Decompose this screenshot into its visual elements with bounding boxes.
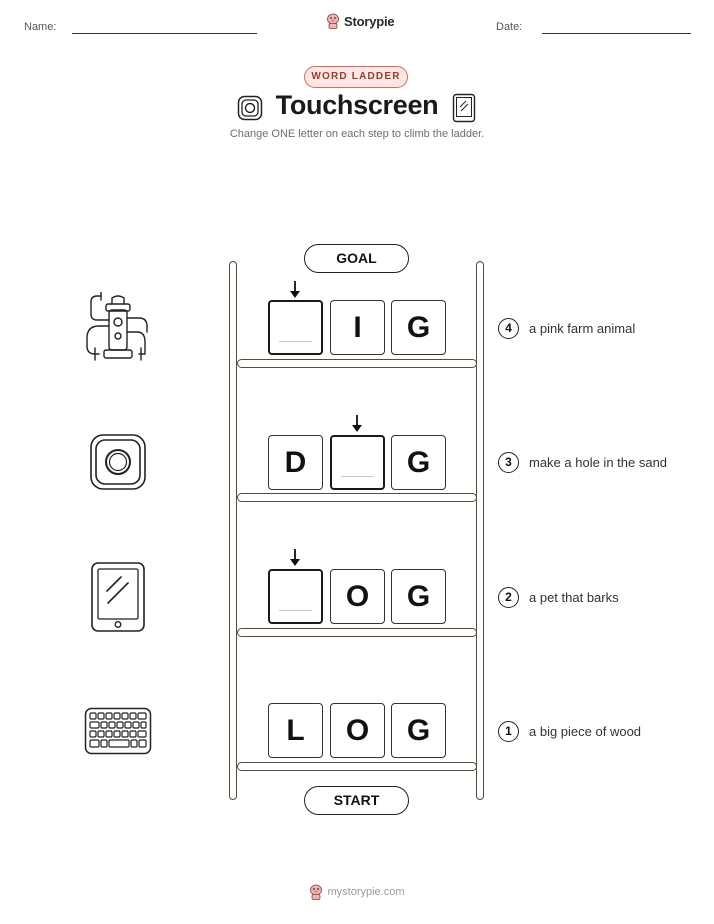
letter-tile: O [330, 569, 385, 624]
page-title: Touchscreen [275, 90, 439, 120]
step-number: 2 [498, 587, 519, 608]
letter-tile-blank[interactable] [330, 435, 385, 490]
step-number: 1 [498, 721, 519, 742]
step-number: 4 [498, 318, 519, 339]
letter-tile: G [391, 435, 446, 490]
letter-tile: L [268, 703, 323, 758]
keyboard-icon [84, 707, 152, 755]
arrow-down-icon [290, 281, 300, 298]
touch-button-icon [90, 434, 146, 490]
brand-logo: Storypie [326, 13, 395, 29]
letter-tile: G [391, 569, 446, 624]
footer-url[interactable]: mystorypie.com [327, 886, 405, 898]
ladder-rung [237, 762, 477, 771]
ladder-rung [237, 493, 477, 502]
date-line[interactable] [542, 33, 691, 34]
ladder-rail-right [476, 261, 484, 800]
letter-tile: G [391, 703, 446, 758]
letter-tile: I [330, 300, 385, 355]
clue-text: a pink farm animal [529, 321, 636, 336]
letter-tile: G [391, 300, 446, 355]
date-label: Date: [496, 21, 523, 33]
tablet-icon [91, 562, 145, 632]
name-line[interactable] [72, 33, 257, 34]
arrow-down-icon [352, 415, 362, 432]
word-ladder-badge: WORD LADDER [304, 66, 408, 88]
ladder-rail-left [229, 261, 237, 800]
letter-tile-blank[interactable] [268, 300, 323, 355]
letter-tile: D [268, 435, 323, 490]
goal-label: GOAL [304, 244, 409, 273]
arrow-down-icon [290, 549, 300, 566]
ladder-rung [237, 359, 477, 368]
start-label: START [304, 786, 409, 815]
letter-tile: O [330, 703, 385, 758]
name-label: Name: [24, 21, 57, 33]
letter-tile-blank[interactable] [268, 569, 323, 624]
ladder-rung [237, 628, 477, 637]
clue-text: a pet that barks [529, 590, 619, 605]
footer: mystorypie.com [0, 884, 714, 900]
brand-name: Storypie [344, 13, 395, 29]
clue-text: a big piece of wood [529, 724, 642, 739]
piggy-mascot-icon [327, 13, 339, 29]
tablet-icon [452, 93, 476, 123]
touch-button-icon [237, 95, 263, 121]
instructions: Change ONE letter on each step to climb … [229, 128, 485, 140]
piggy-mascot-icon [310, 884, 323, 900]
step-number: 3 [498, 452, 519, 473]
fire-hydrant-pipes-icon [86, 292, 148, 361]
clue-text: make a hole in the sand [529, 455, 668, 470]
